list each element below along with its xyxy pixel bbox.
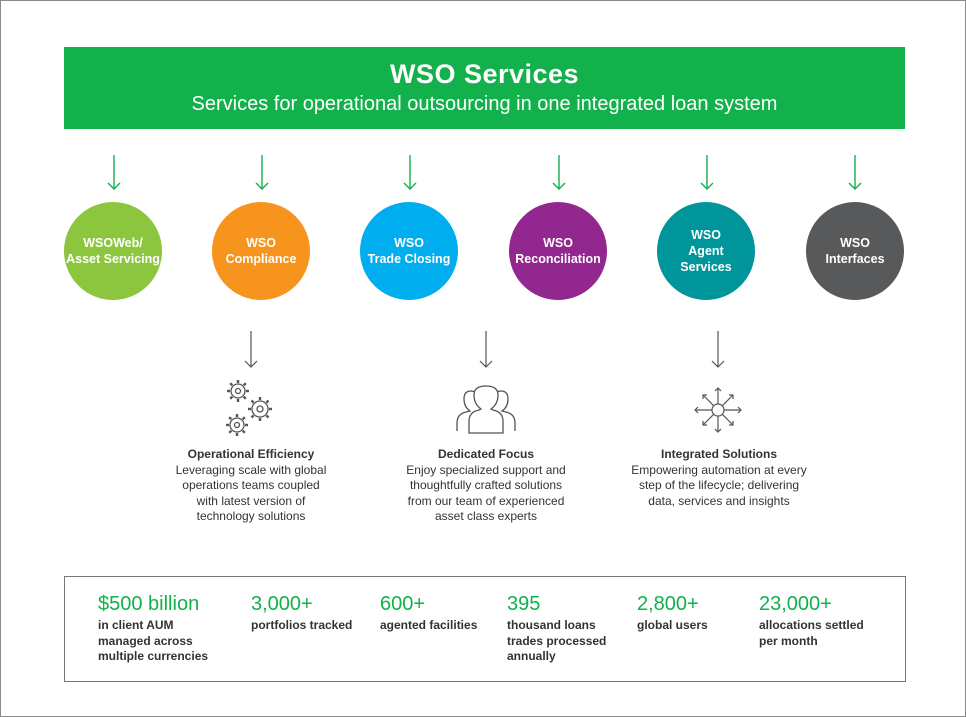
feature-description: Empowering automation at every step of t… xyxy=(631,462,807,508)
stat-value: 600+ xyxy=(380,593,426,615)
stat-label: in client AUM managed across multiple cu… xyxy=(98,618,209,663)
arrow-down-icon xyxy=(107,155,121,190)
gears-icon xyxy=(226,380,272,436)
feature-description: Leveraging scale with global operations … xyxy=(175,462,327,524)
stat-label: allocations settled per month xyxy=(759,618,864,648)
stat-agented-facilities: 600+ agented facilities xyxy=(380,593,477,634)
stat-loan-trades: 395 thousand loans trades processed annu… xyxy=(507,593,606,665)
stat-value: 395 xyxy=(507,593,541,615)
stat-label: thousand loans trades processed annually xyxy=(507,618,607,663)
stat-value: 2,800+ xyxy=(637,593,699,615)
service-label: WSOWeb/ Asset Servicing xyxy=(66,236,160,266)
banner-title: WSO Services xyxy=(389,59,580,89)
stats-panel: $500 billion in client AUM managed acros… xyxy=(64,576,906,682)
feature-title: Integrated Solutions xyxy=(660,447,777,461)
title-banner: WSO Services Services for operational ou… xyxy=(64,47,905,129)
stat-value: 23,000+ xyxy=(759,593,832,615)
arrow-down-icon xyxy=(700,155,714,190)
arrow-down-icon xyxy=(552,155,566,190)
service-label: WSO Compliance xyxy=(225,236,297,266)
stat-label: agented facilities xyxy=(380,618,478,632)
service-circle-reconciliation: WSO Reconciliation xyxy=(509,202,607,300)
stat-label: portfolios tracked xyxy=(251,618,353,632)
stat-client-aum: $500 billion in client AUM managed acros… xyxy=(98,593,208,665)
arrow-down-icon xyxy=(244,331,258,368)
service-label: WSO Trade Closing xyxy=(367,236,451,266)
service-circle-interfaces: WSO Interfaces xyxy=(806,202,904,300)
service-circle-compliance: WSO Compliance xyxy=(212,202,310,300)
stat-value: $500 billion xyxy=(98,593,200,615)
network-hub-icon xyxy=(694,387,742,433)
feature-title: Dedicated Focus xyxy=(437,447,535,461)
people-group-icon xyxy=(456,385,516,434)
arrow-down-icon xyxy=(479,331,493,368)
arrow-down-icon xyxy=(848,155,862,190)
service-label: WSO Reconciliation xyxy=(515,236,601,266)
stat-global-users: 2,800+ global users xyxy=(637,593,708,634)
service-circle-wsoweb: WSOWeb/ Asset Servicing xyxy=(64,202,162,300)
service-circle-agent-services: WSO Agent Services xyxy=(657,202,755,300)
arrow-down-icon xyxy=(403,155,417,190)
stat-value: 3,000+ xyxy=(251,593,313,615)
feature-title: Operational Efficiency xyxy=(187,447,315,461)
feature-integrated-solutions: Integrated Solutions Empowering automati… xyxy=(614,447,824,509)
service-label: WSO Agent Services xyxy=(680,228,732,274)
stat-allocations: 23,000+ allocations settled per month xyxy=(759,593,864,649)
feature-description: Enjoy specialized support and thoughtful… xyxy=(406,462,566,524)
stat-portfolios: 3,000+ portfolios tracked xyxy=(251,593,352,634)
stat-label: global users xyxy=(637,618,708,632)
arrow-down-icon xyxy=(255,155,269,190)
arrow-down-icon xyxy=(711,331,725,368)
banner-subtitle: Services for operational outsourcing in … xyxy=(191,93,778,115)
service-label: WSO Interfaces xyxy=(825,236,885,266)
feature-dedicated-focus: Dedicated Focus Enjoy specialized suppor… xyxy=(381,447,591,525)
feature-operational-efficiency: Operational Efficiency Leveraging scale … xyxy=(146,447,356,525)
service-circle-trade-closing: WSO Trade Closing xyxy=(360,202,458,300)
